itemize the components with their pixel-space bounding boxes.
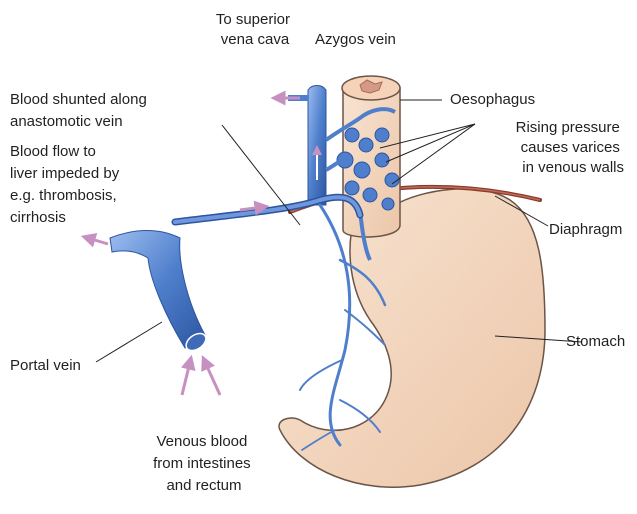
flow-arrow-icon <box>88 238 108 244</box>
stomach <box>279 189 545 487</box>
label-portal-vein: Portal vein <box>10 357 81 374</box>
label-blood-shunted: Blood shunted along anastomotic vein <box>10 91 151 130</box>
label-blood-flow-impeded: Blood flow to liver impeded by e.g. thro… <box>10 143 123 226</box>
label-rising-pressure: Rising pressure causes varices in venous… <box>516 119 624 176</box>
label-oesophagus: Oesophagus <box>450 91 535 108</box>
label-azygos-vein: Azygos vein <box>315 31 396 48</box>
flow-arrow-icon <box>205 362 220 395</box>
label-stomach: Stomach <box>566 333 625 350</box>
portal-vein <box>110 231 209 355</box>
label-diaphragm: Diaphragm <box>549 221 622 238</box>
azygos-vein <box>288 86 326 206</box>
label-venous-blood: Venous blood from intestines and rectum <box>153 433 255 494</box>
flow-arrow-icon <box>182 362 190 395</box>
label-superior-vena-cava: To superior vena cava <box>216 11 294 48</box>
